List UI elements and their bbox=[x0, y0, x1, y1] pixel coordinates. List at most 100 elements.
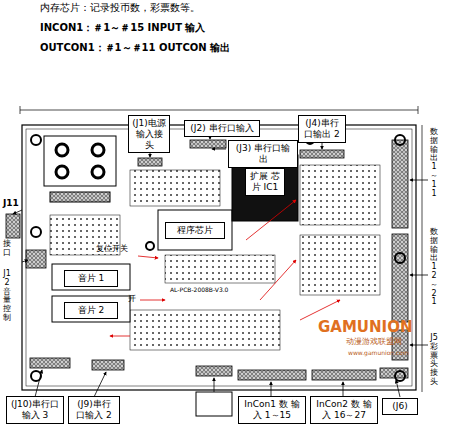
connector bbox=[392, 234, 408, 322]
pointer-arrow bbox=[300, 300, 340, 320]
power-block bbox=[92, 144, 104, 156]
pcb-board bbox=[26, 129, 412, 386]
callout-box: (J3) 串行口输出 bbox=[228, 140, 298, 168]
power-block bbox=[56, 144, 68, 156]
mounting-hole bbox=[31, 135, 41, 145]
pcb-board bbox=[22, 125, 416, 390]
note-text: OUTCON1：＃1～＃11 OUTCON 输出 bbox=[40, 42, 230, 54]
pointer-arrow bbox=[110, 200, 340, 336]
leader-line bbox=[214, 378, 215, 392]
pointer-arrow bbox=[110, 336, 130, 337]
callout-box: InCon2 数 输入 16～27 bbox=[310, 396, 378, 424]
leader-line bbox=[396, 380, 400, 397]
connector-name: J12 音量控制 bbox=[3, 270, 11, 323]
chip-label: 音片 1 bbox=[64, 270, 118, 287]
callout-box: (J1)电源 输入接头 bbox=[128, 115, 170, 153]
connector-name: J5 彩票头接头 bbox=[430, 334, 438, 387]
ic-chip bbox=[52, 296, 130, 322]
leader-line bbox=[22, 260, 28, 262]
callout-box: (J2) 串行口输入 bbox=[184, 120, 260, 137]
pcb-board bbox=[22, 125, 416, 390]
note-text: 内存芯片：记录投币数，彩票数等。 bbox=[40, 2, 200, 14]
ic-chip bbox=[52, 264, 130, 290]
component-rows bbox=[300, 235, 380, 295]
watermark: www.gamunion.com bbox=[348, 349, 409, 356]
component-rows bbox=[130, 170, 220, 206]
leader-line bbox=[343, 382, 344, 397]
node-text: 音片 1 bbox=[68, 273, 114, 284]
node-text: (J3) 串行口输出 bbox=[232, 143, 294, 165]
switch-label: 复位开关 bbox=[96, 244, 128, 254]
node-text: (J10)串行口 输入 3 bbox=[10, 399, 60, 421]
connector bbox=[392, 140, 408, 228]
component-rows bbox=[300, 165, 380, 225]
connector bbox=[300, 150, 344, 158]
power-block bbox=[44, 136, 116, 186]
chip-label: 扩展 芯片 IC1 bbox=[245, 168, 285, 196]
dimension-line bbox=[422, 125, 423, 392]
leader-line bbox=[410, 275, 428, 276]
node-text: 程序芯片 bbox=[169, 225, 221, 236]
leader-line bbox=[35, 370, 42, 397]
leader-line bbox=[212, 149, 226, 150]
node-text: 音片 2 bbox=[68, 305, 114, 316]
connector bbox=[196, 366, 232, 376]
connector bbox=[6, 214, 20, 238]
node-text: (J4)串行 口输出 2 bbox=[302, 118, 342, 140]
leader-line bbox=[94, 372, 106, 397]
leader-line bbox=[410, 180, 428, 181]
pointer-arrow bbox=[138, 256, 158, 258]
blank-callout bbox=[196, 392, 232, 416]
mounting-hole bbox=[146, 242, 154, 250]
note-text: INCON1：＃1～＃15 INPUT 输入 bbox=[40, 22, 205, 34]
component-rows bbox=[165, 255, 275, 283]
mounting-hole bbox=[31, 135, 405, 381]
connector bbox=[312, 370, 376, 380]
dimension-line bbox=[20, 106, 21, 114]
node-text: InCon2 数 输入 16～27 bbox=[314, 399, 374, 421]
watermark: 动漫游戏联盟网 bbox=[346, 337, 402, 347]
power-block bbox=[50, 192, 110, 202]
leader-line bbox=[410, 345, 428, 346]
connector bbox=[92, 360, 124, 370]
connector bbox=[380, 368, 408, 378]
leader-line bbox=[271, 382, 272, 397]
callout-box: (J4)串行 口输出 2 bbox=[298, 115, 346, 143]
connector-name: 接口 bbox=[3, 240, 11, 258]
connector-name: 数据输出 12～21 bbox=[430, 228, 438, 307]
component-rows bbox=[130, 310, 280, 350]
connector bbox=[238, 370, 306, 380]
dimension-line bbox=[20, 110, 418, 111]
ic-chip bbox=[158, 210, 232, 250]
callout-box: (J9)串行 口输入 2 bbox=[68, 396, 120, 424]
watermark: GAMUNION bbox=[318, 318, 412, 336]
node-text: (J2) 串行口输入 bbox=[188, 123, 256, 134]
ic-chip bbox=[52, 155, 298, 322]
chip-label: 程序芯片 bbox=[165, 222, 225, 239]
switch-label: 开 bbox=[128, 294, 136, 304]
pointer-arrow bbox=[246, 200, 296, 240]
node-text: (J9)串行 口输入 2 bbox=[72, 399, 116, 421]
pointer-arrow bbox=[260, 260, 296, 300]
node-text: 扩展 芯片 IC1 bbox=[249, 171, 281, 193]
leader-line bbox=[13, 210, 22, 214]
board-model: AL-PCB-2008B-V3.0 bbox=[170, 286, 228, 293]
connector bbox=[26, 250, 46, 268]
connector bbox=[138, 158, 162, 166]
connector bbox=[190, 140, 226, 148]
callout-box: InCon1 数 输入 1～15 bbox=[238, 396, 306, 424]
power-block bbox=[44, 136, 116, 202]
connector bbox=[6, 140, 408, 380]
power-block bbox=[92, 166, 104, 178]
callout-box: (J6) bbox=[382, 398, 418, 415]
power-block bbox=[56, 166, 68, 178]
dimension-line bbox=[418, 106, 419, 114]
leader-line bbox=[13, 134, 428, 397]
pointer-arrow bbox=[140, 300, 165, 301]
callout-box: (J10)串行口 输入 3 bbox=[6, 396, 64, 424]
dimension-line bbox=[20, 106, 422, 392]
blank-callout bbox=[196, 392, 232, 416]
chip-label: 音片 2 bbox=[64, 302, 118, 319]
connector-name: 数据输出 1～11 bbox=[430, 128, 438, 198]
